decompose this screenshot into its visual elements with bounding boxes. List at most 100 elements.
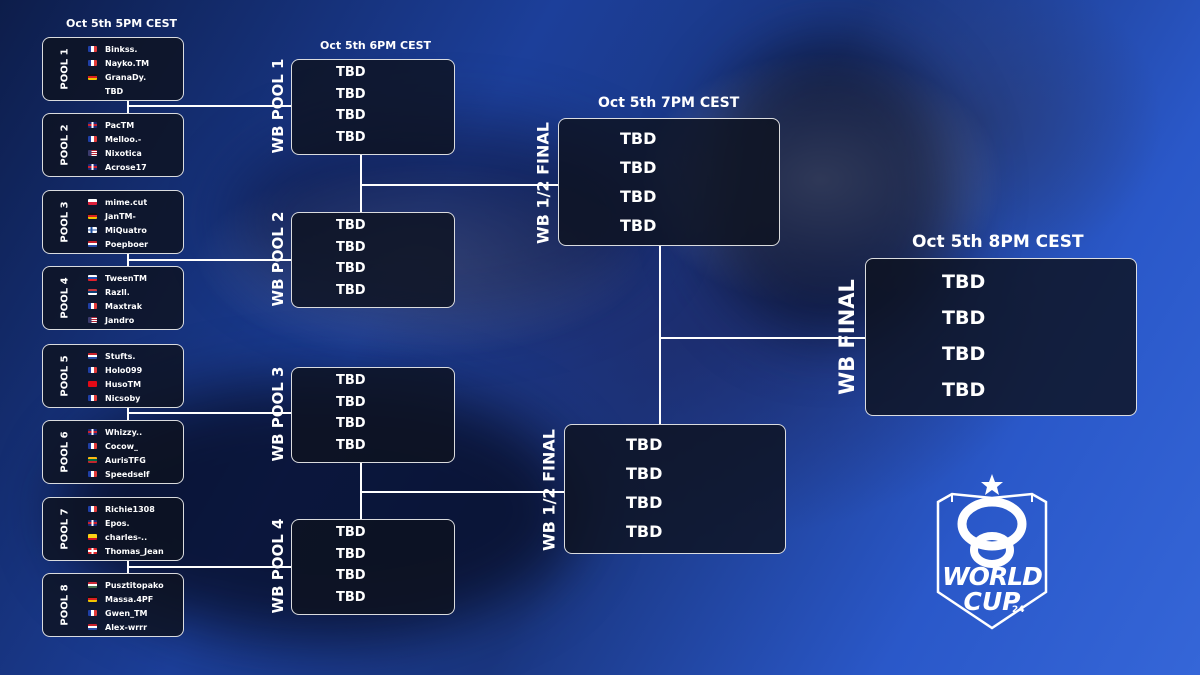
player-name: AurisTFG	[105, 455, 146, 465]
wb-semi-label: WB 1/2 FINAL	[533, 122, 553, 244]
time-pools: Oct 5th 5PM CEST	[66, 17, 178, 30]
player-name: JanTM-	[105, 211, 136, 221]
wb-semi-entry: TBD	[626, 522, 663, 541]
wb-pool-entry: TBD	[336, 261, 366, 276]
wb-pool-entry: TBD	[336, 239, 366, 255]
flag-pl-icon	[88, 199, 97, 205]
player-name: MiQuatro	[105, 225, 147, 235]
player-name: Pusztitopako	[105, 580, 164, 590]
pool-label: POOL 7	[59, 508, 71, 550]
flag-ch-icon	[88, 548, 97, 554]
player-row: Poepboer	[88, 237, 148, 251]
flag-de-icon	[88, 596, 97, 602]
player-row: GranaDy.	[88, 70, 149, 84]
player-name: Jandro	[105, 315, 135, 325]
wb-final-entry: TBD	[942, 307, 986, 329]
wb-pool-label: WB POOL 2	[269, 211, 287, 307]
player-row: Gwen_TM	[88, 606, 164, 620]
connector-h	[360, 184, 558, 186]
wb-pool-entry: TBD	[336, 282, 366, 298]
player-name: Thomas_Jean	[105, 546, 164, 556]
wb-pool-entry: TBD	[336, 546, 366, 562]
player-name: Stufts.	[105, 351, 136, 361]
connector-h	[360, 491, 564, 493]
flag-us-icon	[88, 150, 97, 156]
connector-v	[127, 408, 129, 420]
wb-pool-entry: TBD	[336, 568, 366, 583]
flag-fr-icon	[88, 443, 97, 449]
player-name: Whizzy..	[105, 427, 143, 437]
player-name: Nixotica	[105, 148, 142, 158]
player-row: HusoTM	[88, 377, 142, 391]
flag-fi-icon	[88, 227, 97, 233]
player-row: PacTM	[88, 118, 147, 132]
wb-pool-entry: TBD	[336, 589, 366, 605]
player-name: TweenTM	[105, 273, 147, 283]
wb-semi-entry: TBD	[626, 493, 663, 512]
player-row: Nicsoby	[88, 391, 142, 405]
flag-fr-icon	[88, 60, 97, 66]
flag-fr-icon	[88, 471, 97, 477]
player-row: Epos.	[88, 516, 164, 530]
player-name: charles-..	[105, 532, 148, 542]
wb-pool-label: WB POOL 3	[269, 366, 287, 462]
player-row: charles-..	[88, 530, 164, 544]
flag-de-icon	[88, 213, 97, 219]
pool-label: POOL 2	[59, 124, 71, 166]
wb-pool-entry: TBD	[336, 525, 366, 540]
wb-pool-entry: TBD	[336, 416, 366, 431]
flag-fr-icon	[88, 136, 97, 142]
player-row: Stufts.	[88, 349, 142, 363]
player-name: Epos.	[105, 518, 130, 528]
pool-label: POOL 6	[59, 431, 71, 473]
connector-h	[127, 566, 291, 568]
player-name: HusoTM	[105, 379, 142, 389]
player-row: Richie1308	[88, 502, 164, 516]
player-name: Nayko.TM	[105, 58, 150, 68]
logo-text-year: 24	[1012, 605, 1025, 615]
flag-placeholder	[88, 88, 97, 94]
player-name: Binkss.	[105, 44, 138, 54]
pool-box: Binkss. Nayko.TM GranaDy. TBD	[42, 37, 184, 101]
flag-nl-icon	[88, 624, 97, 630]
player-row: Thomas_Jean	[88, 544, 164, 558]
player-name: GranaDy.	[105, 72, 147, 82]
flag-gb-icon	[88, 429, 97, 435]
player-row: JanTM-	[88, 209, 148, 223]
wb-final-label: WB FINAL	[835, 279, 859, 395]
wb-final-entry: TBD	[942, 379, 986, 401]
pool-player-list: Binkss. Nayko.TM GranaDy. TBD	[88, 42, 149, 98]
flag-fr-icon	[88, 506, 97, 512]
player-row: TBD	[88, 84, 149, 98]
wb-semi-label: WB 1/2 FINAL	[539, 429, 559, 551]
player-name: Melloo.-	[105, 134, 142, 144]
player-row: Razll.	[88, 285, 147, 299]
logo-text-cup: CUP	[963, 587, 1021, 616]
player-name: Gwen_TM	[105, 608, 148, 618]
player-row: Massa.4PF	[88, 592, 164, 606]
flag-lt-icon	[88, 457, 97, 463]
wb-semi-entry: TBD	[626, 435, 663, 454]
flag-de-icon	[88, 74, 97, 80]
flag-nl-icon	[88, 353, 97, 359]
wb-pool-entry: TBD	[336, 108, 366, 123]
flag-nl-icon	[88, 241, 97, 247]
flag-si-icon	[88, 275, 97, 281]
time-wb-final: Oct 5th 8PM CEST	[912, 232, 1084, 252]
wb-pool-entry: TBD	[336, 65, 366, 80]
wb-pool-box: TBD TBD TBD TBD	[291, 519, 455, 615]
player-row: Whizzy..	[88, 425, 149, 439]
